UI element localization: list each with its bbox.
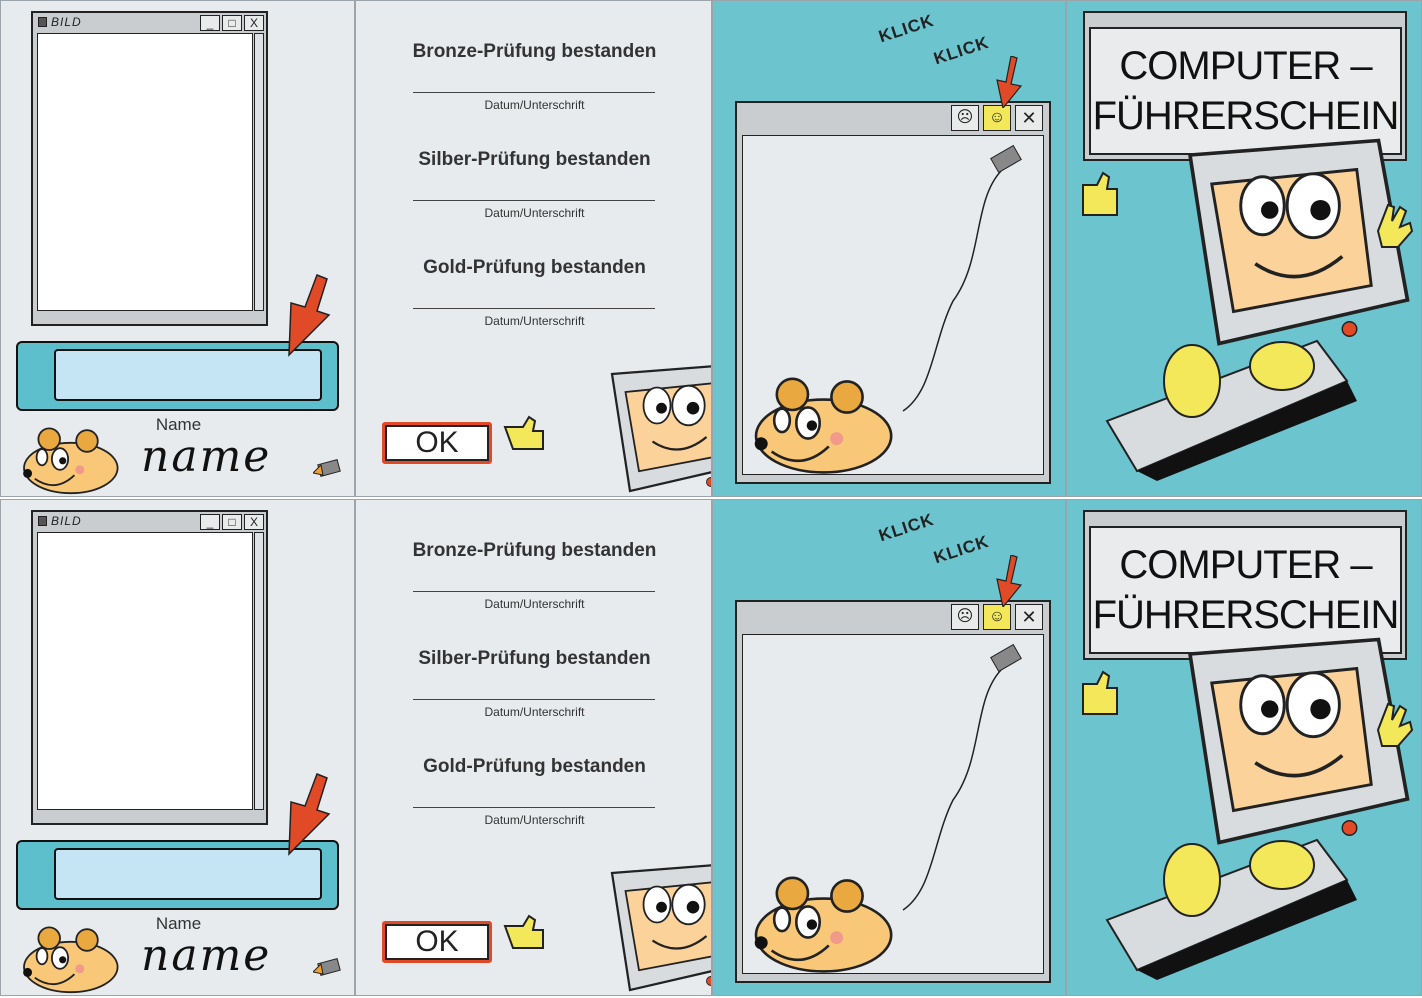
name-label: Name [155, 914, 202, 933]
sad-face-button[interactable]: ☹ [951, 105, 979, 131]
window-illustration: ☹ ☺ ✕ [735, 101, 1051, 484]
signature-caption: Datum/Unterschrift [484, 597, 585, 611]
red-arrow-icon [288, 773, 331, 856]
signature-caption: Datum/Unterschrift [484, 705, 585, 719]
computer-character-icon [610, 365, 711, 493]
klick-text: KLICK [876, 10, 937, 47]
waving-hand-icon [1376, 702, 1414, 747]
title-line-2: FÜHRERSCHEIN [1092, 94, 1400, 138]
klick-text: KLICK [931, 531, 992, 568]
waving-hand-icon [1376, 203, 1414, 248]
exam-label: Bronze-Prüfung bestanden [412, 540, 657, 561]
close-button[interactable]: X [244, 15, 264, 31]
maximize-button[interactable]: □ [222, 15, 242, 31]
red-arrow-icon [996, 555, 1023, 607]
red-arrow-icon [288, 274, 331, 357]
ok-button[interactable]: OK [382, 422, 492, 464]
signature-line[interactable] [413, 92, 655, 93]
click-illustration-panel: KLICK KLICK ☹ ☺ ✕ [712, 0, 1066, 497]
title-line-1: COMPUTER – [1119, 44, 1372, 88]
title-sign: COMPUTER – FÜHRERSCHEIN [1089, 526, 1402, 654]
photo-name-panel: BILD _ □ X Name name [0, 499, 355, 996]
feet-icon [1163, 840, 1315, 917]
name-label: Name [155, 415, 202, 434]
thumbs-up-hand-icon [1082, 171, 1118, 216]
photo-area [37, 33, 253, 311]
mouse-cable-icon [902, 643, 1022, 911]
mouse-character-icon [23, 427, 119, 495]
mouse-character-icon [754, 876, 893, 973]
exam-panel: Bronze-Prüfung bestanden Datum/Unterschr… [355, 499, 712, 996]
computer-character-icon [1187, 637, 1410, 845]
sad-face-button[interactable]: ☹ [951, 604, 979, 630]
title-sign: COMPUTER – FÜHRERSCHEIN [1089, 27, 1402, 155]
smiley-button[interactable]: ☺ [983, 604, 1011, 630]
signature-line[interactable] [413, 699, 655, 700]
exam-label: Gold-Prüfung bestanden [423, 756, 646, 777]
scrollbar[interactable] [254, 33, 264, 311]
maximize-button[interactable]: □ [222, 514, 242, 530]
signature-line[interactable] [413, 200, 655, 201]
thumbs-up-hand-icon [503, 914, 544, 949]
license-card: BILD _ □ X Name name Bronze-Prüfung best… [0, 0, 1422, 497]
exam-panel: Bronze-Prüfung bestanden Datum/Unterschr… [355, 0, 712, 497]
plug-icon [313, 958, 341, 976]
signature-caption: Datum/Unterschrift [484, 314, 585, 328]
computer-character-icon [1187, 138, 1410, 346]
title-line-2: FÜHRERSCHEIN [1092, 593, 1400, 637]
cover-panel: COMPUTER – FÜHRERSCHEIN [1066, 0, 1422, 497]
exam-label: Silber-Prüfung bestanden [418, 648, 651, 669]
signature-caption: Datum/Unterschrift [484, 98, 585, 112]
photo-window: BILD _ □ X [31, 11, 268, 326]
photo-area [37, 532, 253, 810]
plug-icon [313, 459, 341, 477]
signature-caption: Datum/Unterschrift [484, 206, 585, 220]
scrollbar[interactable] [254, 532, 264, 810]
mouse-character-icon [23, 926, 119, 994]
title-sign-window: COMPUTER – FÜHRERSCHEIN [1083, 11, 1407, 161]
signature-line[interactable] [413, 807, 655, 808]
exam-label: Silber-Prüfung bestanden [418, 149, 651, 170]
cover-panel: COMPUTER – FÜHRERSCHEIN [1066, 499, 1422, 996]
name-script: name [141, 930, 272, 981]
klick-text: KLICK [876, 509, 937, 546]
klick-text: KLICK [931, 32, 992, 69]
title-sign-window: COMPUTER – FÜHRERSCHEIN [1083, 510, 1407, 660]
exam-label: Gold-Prüfung bestanden [423, 257, 646, 278]
minimize-button[interactable]: _ [200, 15, 220, 31]
thumbs-up-hand-icon [503, 415, 544, 450]
smiley-button[interactable]: ☺ [983, 105, 1011, 131]
minimize-button[interactable]: _ [200, 514, 220, 530]
signature-caption: Datum/Unterschrift [484, 813, 585, 827]
photo-name-panel: BILD _ □ X Name name [0, 0, 355, 497]
computer-character-icon [610, 864, 711, 992]
exam-label: Bronze-Prüfung bestanden [412, 41, 657, 62]
photo-window-title: BILD [51, 15, 82, 29]
ok-button[interactable]: OK [382, 921, 492, 963]
signature-line[interactable] [413, 591, 655, 592]
signature-line[interactable] [413, 308, 655, 309]
title-line-1: COMPUTER – [1119, 543, 1372, 587]
name-field-inner[interactable] [54, 848, 322, 900]
mouse-cable-icon [902, 144, 1022, 412]
close-x-button[interactable]: ✕ [1015, 604, 1043, 630]
click-illustration-panel: KLICK KLICK ☹ ☺ ✕ [712, 499, 1066, 996]
license-card: BILD _ □ X Name name Bronze-Prüfung best… [0, 499, 1422, 996]
feet-icon [1163, 341, 1315, 418]
close-x-button[interactable]: ✕ [1015, 105, 1043, 131]
name-field[interactable] [16, 840, 339, 910]
name-field-inner[interactable] [54, 349, 322, 401]
photo-window: BILD _ □ X [31, 510, 268, 825]
thumbs-up-hand-icon [1082, 670, 1118, 715]
name-script: name [141, 431, 272, 482]
mouse-character-icon [754, 377, 893, 474]
window-app-icon [38, 17, 47, 27]
name-field[interactable] [16, 341, 339, 411]
window-app-icon [38, 516, 47, 526]
photo-window-title: BILD [51, 514, 82, 528]
red-arrow-icon [996, 56, 1023, 108]
close-button[interactable]: X [244, 514, 264, 530]
